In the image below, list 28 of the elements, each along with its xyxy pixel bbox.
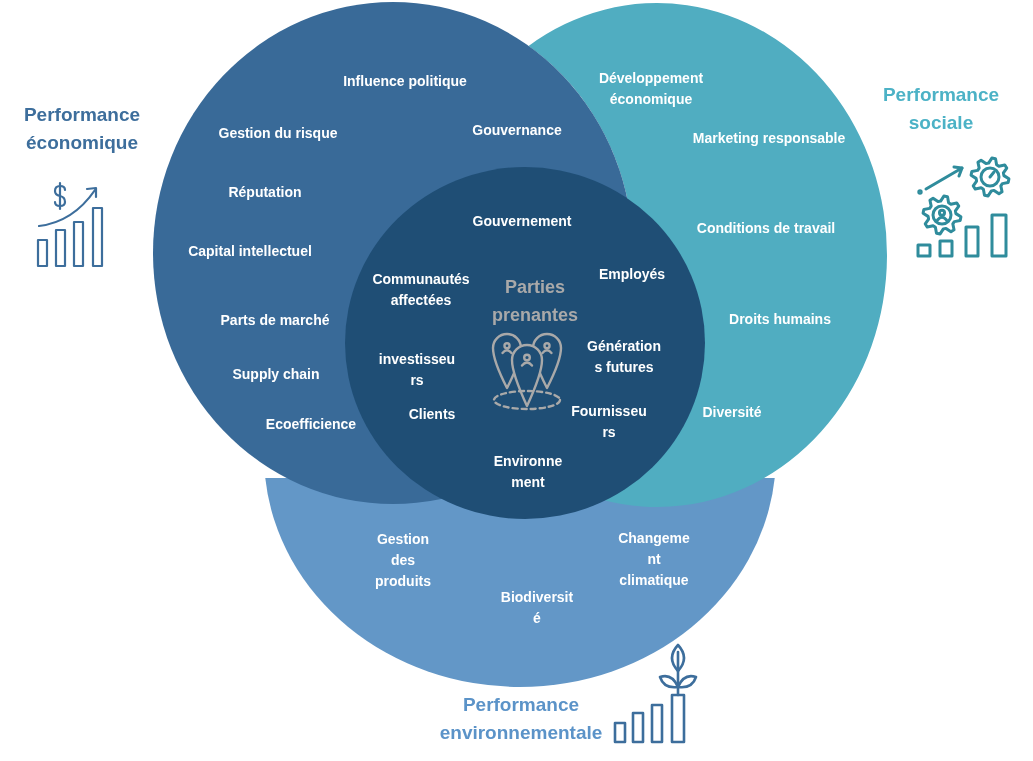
item-label: Employés <box>598 264 666 284</box>
item-label: Ecoefficience <box>265 414 357 434</box>
item-label: Conditions de travail <box>696 218 836 238</box>
item-label: investisseu rs <box>378 350 456 390</box>
item-label: Supply chain <box>232 364 320 384</box>
category-heading: Performance environnementale <box>439 693 603 745</box>
item-label: Génération s futures <box>587 337 661 377</box>
item-label: Environne ment <box>493 452 563 492</box>
item-label: Développement économique <box>598 69 704 109</box>
item-label: Gouvernement <box>472 211 572 231</box>
item-label: Diversité <box>702 402 762 422</box>
item-label: Réputation <box>228 182 302 202</box>
category-heading: Performance économique <box>23 103 141 155</box>
item-label: Gestion des produits <box>375 529 431 591</box>
item-label: Marketing responsable <box>692 128 846 148</box>
item-label: Changeme nt climatique <box>618 528 690 590</box>
item-label: Biodiversit é <box>500 588 574 628</box>
item-label: Influence politique <box>343 71 467 91</box>
item-label: Droits humains <box>729 309 831 329</box>
item-label: Parts de marché <box>220 310 330 330</box>
item-label: Clients <box>408 404 456 424</box>
center-heading: Parties prenantes <box>492 276 578 327</box>
item-label: Capital intellectuel <box>188 241 312 261</box>
item-label: Fournisseu rs <box>571 402 647 442</box>
item-label: Gouvernance <box>472 120 562 140</box>
category-heading: Performance sociale <box>882 83 1000 135</box>
item-label: Communautés affectées <box>372 270 470 310</box>
item-label: Gestion du risque <box>218 123 338 143</box>
